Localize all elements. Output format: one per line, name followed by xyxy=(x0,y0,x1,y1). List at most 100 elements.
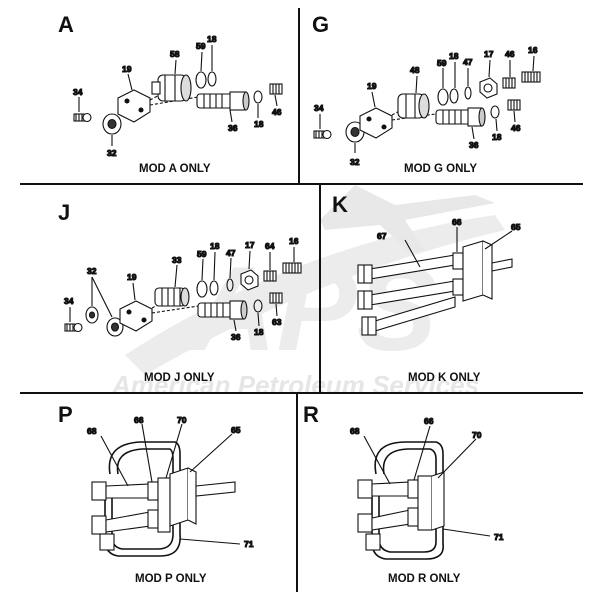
callout-34: 34 xyxy=(64,296,74,306)
callout-19: 19 xyxy=(367,81,377,91)
callout-66: 66 xyxy=(424,416,434,426)
panel-r-letter: R xyxy=(303,402,319,427)
tube-assembly-67 xyxy=(357,254,456,336)
callout-16: 16 xyxy=(528,45,538,55)
callout-59: 59 xyxy=(437,58,447,68)
callout-70: 70 xyxy=(177,415,187,425)
callout-48: 48 xyxy=(410,65,420,75)
panel-p-letter: P xyxy=(58,402,73,427)
callout-67: 67 xyxy=(377,231,387,241)
callout-65: 65 xyxy=(231,425,241,435)
fitting-part-66 xyxy=(407,479,419,527)
callout-36: 36 xyxy=(231,332,241,342)
callout-17: 17 xyxy=(245,240,255,250)
nut-part-17 xyxy=(240,269,259,291)
oring-part-18 xyxy=(449,88,459,104)
callout-71: 71 xyxy=(494,532,504,542)
panel-k-drawing: 67 66 65 xyxy=(357,216,521,336)
callout-68: 68 xyxy=(350,426,360,436)
callout-34: 34 xyxy=(73,87,83,97)
callout-63: 63 xyxy=(272,317,282,327)
callout-68: 68 xyxy=(87,426,97,436)
screw-part-34 xyxy=(313,129,332,140)
cartridge-part-48 xyxy=(397,93,430,119)
oring-part-18b xyxy=(490,105,500,119)
panel-j-caption: MOD J ONLY xyxy=(144,372,215,384)
callout-18b: 18 xyxy=(254,119,264,129)
callout-18: 18 xyxy=(210,241,220,251)
callout-58: 58 xyxy=(170,49,180,59)
oring-part-18 xyxy=(209,280,219,296)
callout-46: 46 xyxy=(505,49,515,59)
spring-part-16 xyxy=(521,71,541,83)
spool-part-36 xyxy=(197,300,248,320)
cartridge-part-33 xyxy=(154,287,190,307)
adapter-part-70 xyxy=(157,477,171,533)
callout-46b: 46 xyxy=(511,123,521,133)
oring-part-18b xyxy=(253,299,263,313)
panel-a-letter: A xyxy=(58,12,74,37)
oring-part-18b xyxy=(253,90,263,104)
panel-k-caption: MOD K ONLY xyxy=(408,372,481,384)
tube-loop-part-71 xyxy=(371,441,444,560)
watermark-company-name: American Petroleum Services xyxy=(112,370,480,400)
spool-part-36 xyxy=(196,91,250,111)
callout-32: 32 xyxy=(107,148,117,158)
tube-loop-part-71 xyxy=(104,441,181,557)
manifold-part-65 xyxy=(169,467,236,527)
plug-part-64 xyxy=(263,270,277,282)
oring-part-47 xyxy=(464,86,472,100)
callout-19: 19 xyxy=(127,272,137,282)
cartridge-part-58 xyxy=(151,74,192,102)
callout-66: 66 xyxy=(134,415,144,425)
oring-part-18 xyxy=(207,71,217,87)
plug-part-46 xyxy=(269,83,283,95)
hose-fittings-68 xyxy=(91,481,151,551)
callout-65: 65 xyxy=(511,222,521,232)
callout-33: 33 xyxy=(172,255,182,265)
oring-part-47 xyxy=(226,278,234,292)
callout-18: 18 xyxy=(449,51,459,61)
panel-p-drawing: 68 66 70 65 71 xyxy=(86,414,254,557)
callout-17: 17 xyxy=(484,49,494,59)
callout-36: 36 xyxy=(469,140,479,150)
plug-part-63 xyxy=(269,292,283,304)
spring-part-16 xyxy=(282,262,302,274)
callout-59: 59 xyxy=(197,249,207,259)
divider-horizontal-2 xyxy=(20,392,583,394)
callout-18b: 18 xyxy=(254,327,264,337)
divider-horizontal-1 xyxy=(20,183,583,185)
callout-46: 46 xyxy=(272,107,282,117)
adapter-part-70 xyxy=(417,471,445,531)
callout-59: 59 xyxy=(196,41,206,51)
panel-j-drawing: 32 19 33 59 18 47 17 64 16 34 36 18 63 xyxy=(63,235,302,343)
panel-a-caption: MOD A ONLY xyxy=(139,163,211,175)
divider-vertical-top xyxy=(298,8,300,183)
callout-18b: 18 xyxy=(492,132,502,142)
panel-r-caption: MOD R ONLY xyxy=(388,573,461,585)
fitting-part-66 xyxy=(452,252,464,296)
callout-47: 47 xyxy=(226,248,236,258)
panel-j-letter: J xyxy=(58,200,71,225)
panel-g-letter: G xyxy=(312,12,330,37)
bracket-part-19 xyxy=(119,300,153,332)
manifold-part-65 xyxy=(462,240,513,302)
plug-part-46b xyxy=(507,99,521,111)
bracket-part-19 xyxy=(117,89,151,123)
fitting-part-66 xyxy=(147,481,159,529)
panel-a-drawing: 34 19 58 59 18 32 36 18 46 xyxy=(72,33,283,159)
panel-p-caption: MOD P ONLY xyxy=(135,573,207,585)
callout-36: 36 xyxy=(228,123,238,133)
hose-fittings-68 xyxy=(357,479,411,551)
callout-18: 18 xyxy=(207,34,217,44)
nut-part-17 xyxy=(479,77,498,99)
divider-vertical-middle xyxy=(319,185,321,392)
callout-32: 32 xyxy=(87,266,97,276)
screw-part-34 xyxy=(64,322,83,333)
callout-34: 34 xyxy=(314,103,324,113)
divider-vertical-bottom xyxy=(296,394,298,592)
callout-32: 32 xyxy=(350,157,360,167)
callout-71: 71 xyxy=(244,539,254,549)
callout-47: 47 xyxy=(463,57,473,67)
